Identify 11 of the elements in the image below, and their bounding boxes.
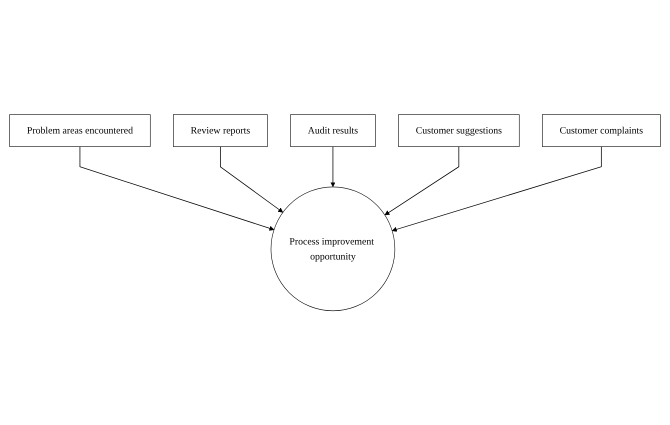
process-box: Customer complaints	[542, 114, 661, 147]
process-box: Problem areas encountered	[9, 114, 151, 147]
arrow	[384, 146, 460, 216]
arrow	[392, 146, 602, 232]
process-box: Review reports	[173, 114, 268, 147]
process-box: Customer suggestions	[398, 114, 520, 147]
arrow	[80, 146, 274, 231]
arrow	[220, 146, 284, 212]
ellipse-node: Process improvement opportunity	[270, 186, 396, 311]
arrow	[330, 146, 336, 187]
process-box: Audit results	[290, 114, 376, 147]
